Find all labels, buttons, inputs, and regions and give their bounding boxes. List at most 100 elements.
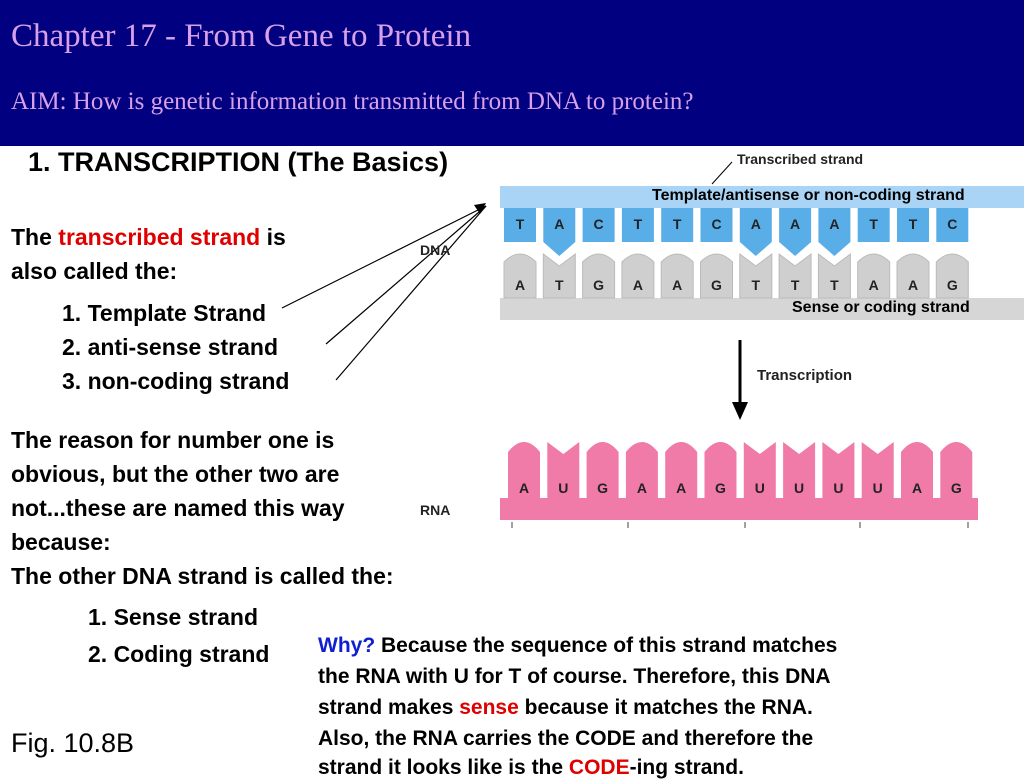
label-pointer-line: [711, 161, 733, 185]
template-base-letter: T: [869, 216, 878, 232]
template-base-tip: [779, 242, 812, 256]
rna-base-letter: A: [676, 480, 686, 496]
coding-base-letter: T: [791, 277, 800, 293]
reason-line-4: because:: [11, 529, 111, 555]
name-item-3: 3. non-coding strand: [62, 368, 290, 394]
coding-base-letter: A: [633, 277, 643, 293]
coding-base-letter: A: [869, 277, 879, 293]
reason-line-3: not...these are named this way: [11, 495, 345, 521]
reason-line-1: The reason for number one is: [11, 427, 335, 453]
coding-base-letter: T: [752, 277, 761, 293]
template-strand-label: Template/antisense or non-coding strand: [652, 187, 965, 204]
template-base: [504, 208, 536, 242]
coding-base: [621, 253, 655, 299]
template-base: [700, 208, 733, 242]
reason-line-2: obvious, but the other two are: [11, 461, 340, 487]
pointer-arrowhead: [474, 203, 486, 214]
template-base-letter: T: [516, 216, 525, 232]
template-base-tip: [739, 242, 772, 256]
template-base: [897, 208, 929, 242]
intro-highlight: transcribed strand: [58, 224, 261, 250]
slide-aim: AIM: How is genetic information transmit…: [11, 88, 694, 115]
explanation-line-4: Also, the RNA carries the CODE and there…: [318, 727, 814, 750]
rna-base-letter: U: [873, 480, 883, 496]
rna-base-letter: G: [597, 480, 608, 496]
intro-prefix: The: [11, 224, 59, 250]
pointer-line-2: [325, 205, 487, 345]
pointer-line-1: [281, 205, 487, 309]
rna-base-letter: U: [755, 480, 765, 496]
template-base-letter: C: [947, 216, 957, 232]
rna-label: RNA: [420, 502, 451, 518]
rna-base: [547, 442, 580, 498]
coding-base: [503, 253, 537, 299]
coding-base: [700, 253, 733, 299]
coding-base-letter: G: [947, 277, 958, 293]
coding-base: [739, 253, 773, 299]
slide-title: Chapter 17 - From Gene to Protein: [11, 18, 472, 54]
coding-base: [935, 253, 969, 299]
coding-base-letter: A: [908, 277, 918, 293]
rna-base: [665, 442, 698, 498]
coding-base-letter: A: [515, 277, 525, 293]
coding-base: [582, 253, 616, 299]
transcription-arrow-head: [732, 402, 748, 420]
coding-base: [660, 253, 694, 299]
coding-base: [778, 253, 812, 299]
template-base-letter: T: [909, 216, 918, 232]
rna-band: [500, 498, 978, 520]
coding-base: [542, 253, 576, 299]
name-item-1: 1. Template Strand: [62, 300, 267, 326]
rna-base-letter: G: [951, 480, 962, 496]
rna-base: [822, 442, 855, 498]
template-band: [500, 186, 1024, 208]
rna-ticks: [511, 522, 969, 528]
explanation-line-2: the RNA with U for T of course. Therefor…: [318, 665, 831, 688]
coding-band: [500, 298, 1024, 320]
slide-header: Chapter 17 - From Gene to Protein AIM: H…: [0, 0, 1024, 146]
intro-suffix: is: [260, 224, 286, 250]
why-label: Why?: [318, 634, 376, 657]
template-base-letter: A: [790, 216, 800, 232]
rna-base: [586, 442, 619, 498]
sense-strand-label: Sense or coding strand: [792, 299, 970, 316]
figure-caption: Fig. 10.8B: [11, 728, 135, 758]
rna-base-letter: U: [558, 480, 568, 496]
rna-base: [743, 442, 776, 498]
coding-base: [817, 253, 851, 299]
rna-base: [861, 442, 894, 498]
rna-base-letter: A: [912, 480, 922, 496]
other-name-2: 2. Coding strand: [88, 641, 270, 667]
rna-base: [940, 442, 973, 498]
coding-base-letter: T: [830, 277, 839, 293]
template-base: [779, 208, 812, 242]
template-base: [739, 208, 772, 242]
rna-base-letter: A: [519, 480, 529, 496]
explanation-line-1: Why? Because the sequence of this strand…: [318, 634, 837, 658]
intro-line-2: also called the:: [11, 258, 178, 284]
template-base-letter: C: [594, 216, 604, 232]
dna-label: DNA: [420, 242, 451, 258]
template-base-letter: T: [634, 216, 643, 232]
template-base: [582, 208, 615, 242]
intro-line-1: The transcribed strand is: [11, 224, 286, 251]
rna-base: [901, 442, 933, 498]
template-base-letter: A: [554, 216, 564, 232]
explanation-text-3a: strand makes: [318, 696, 460, 719]
coding-base: [896, 253, 930, 299]
coding-base-letter: A: [672, 277, 682, 293]
template-base-letter: T: [673, 216, 682, 232]
pointer-line-3: [335, 205, 487, 381]
template-base-letter: C: [711, 216, 721, 232]
explanation-line-3: strand makes sense because it matches th…: [318, 696, 813, 720]
rna-base: [704, 442, 737, 498]
template-base-tip: [543, 242, 576, 256]
rna-base: [783, 442, 816, 498]
coding-base-letter: G: [711, 277, 722, 293]
template-base: [661, 208, 694, 242]
explanation-text-1: Because the sequence of this strand matc…: [375, 634, 838, 657]
template-base: [936, 208, 969, 242]
